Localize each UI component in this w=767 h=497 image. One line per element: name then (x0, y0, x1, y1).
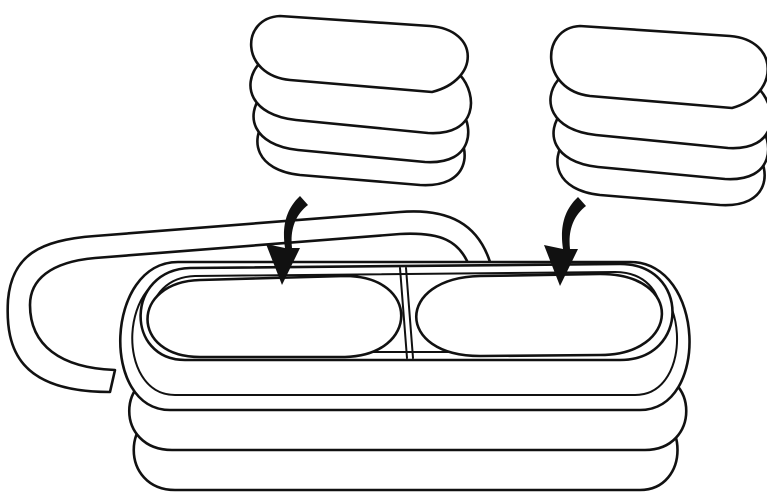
left-disc-stack (249, 14, 473, 187)
compartment-divider (399, 267, 414, 359)
right-insert-arrow (544, 197, 586, 286)
left-insert-arrow (266, 196, 308, 285)
compartment-left (146, 274, 403, 359)
right-disc-stack (549, 24, 767, 207)
compartment-right (414, 272, 664, 358)
handle-loop (6, 210, 492, 394)
